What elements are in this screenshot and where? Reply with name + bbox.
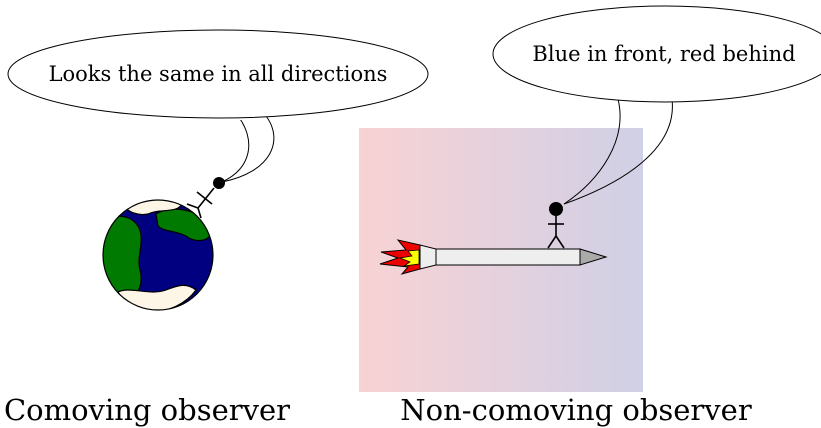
left-speech-text: Looks the same in all directions — [49, 62, 388, 86]
right-caption: Non-comoving observer — [400, 393, 752, 427]
rocket — [379, 239, 608, 275]
comoving-observer-figure — [186, 177, 225, 219]
rocket-engine — [419, 244, 437, 270]
noncomoving-observer-figure — [547, 202, 565, 249]
left-caption: Comoving observer — [4, 393, 290, 427]
rocket-tip — [579, 248, 608, 266]
noncomoving-scene: Blue in front, red behind Non-comoving o… — [359, 5, 821, 427]
rocket-body — [435, 248, 581, 266]
earth-continent — [103, 215, 142, 299]
left-speech-tail — [221, 112, 275, 183]
earth-globe — [102, 199, 214, 311]
rocket-flame-core — [398, 249, 420, 267]
right-speech-text: Blue in front, red behind — [532, 42, 795, 66]
right-speech-bubble — [492, 5, 821, 103]
left-speech-bubble — [7, 29, 429, 119]
